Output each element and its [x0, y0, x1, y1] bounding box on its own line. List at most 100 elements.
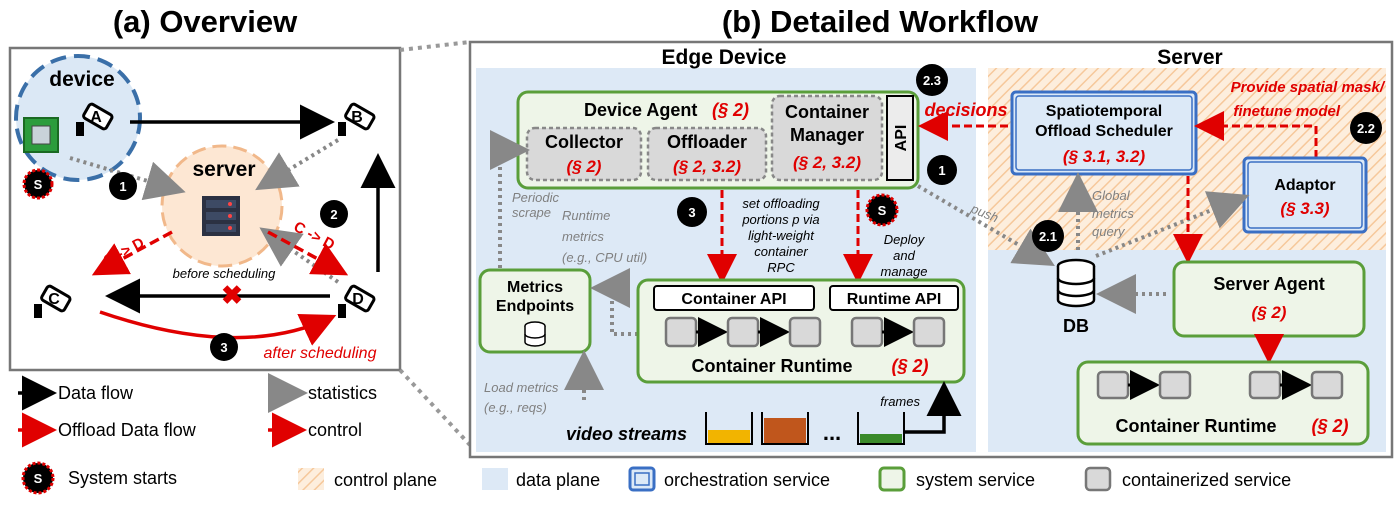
legend-data-plane: data plane [516, 470, 600, 490]
adaptor-box [1242, 156, 1368, 234]
scheduler-ref: (§ 3.1, 3.2) [1063, 147, 1146, 166]
metrics-endpoints-line1: Metrics [507, 279, 563, 296]
node-b-label: B [351, 109, 363, 126]
step-1b-label: 1 [938, 163, 945, 178]
legend-containerized: containerized service [1122, 470, 1291, 490]
container-chain-1 [664, 316, 822, 348]
server-cr-ref: (§ 2) [1311, 416, 1348, 436]
runtime-api-label: Runtime API [847, 291, 942, 308]
db-icon [1056, 258, 1096, 308]
workflow-title: (b) Detailed Workflow [722, 4, 1039, 39]
global-line3: query [1092, 224, 1126, 239]
overview-title: (a) Overview [113, 4, 298, 39]
periodic-line2: scrape [512, 205, 551, 220]
periodic-line1: Periodic [512, 190, 559, 205]
device-agent-ref: (§ 2) [712, 100, 749, 120]
bottom-legend: control plane data plane orchestration s… [298, 466, 1291, 492]
overview-panel: device server A B C D ✖ [8, 46, 402, 372]
start-badge-edge [865, 193, 899, 227]
server-icon [202, 196, 240, 236]
api-box [886, 95, 914, 181]
legend-statistics: statistics [308, 383, 377, 403]
legend-system: system service [916, 470, 1035, 490]
zoom-line-top [399, 40, 471, 52]
runtime-metrics-line3: (e.g., CPU util) [562, 250, 647, 265]
after-scheduling-label: after scheduling [264, 345, 377, 362]
node-d-label: D [352, 291, 364, 308]
offloader-box [646, 126, 768, 182]
step-3b-badge [677, 197, 707, 227]
container-api-box [653, 285, 815, 311]
scheduler-line2: Offload Scheduler [1035, 123, 1173, 140]
start-label: S [34, 177, 43, 192]
step-1-label: 1 [119, 179, 126, 194]
cm-ref: (§ 2, 3.2) [793, 153, 861, 172]
before-scheduling-label: before scheduling [173, 266, 276, 281]
legend-system-starts: System starts [68, 468, 177, 488]
step-2-3-label: 2.3 [923, 73, 941, 88]
legend-control: control [308, 420, 362, 440]
global-line2: metrics [1092, 206, 1134, 221]
video-streams-label: video streams [566, 424, 687, 444]
cm-line2: Manager [790, 125, 864, 145]
runtime-api-box [829, 285, 959, 311]
provide-line2: finetune model [1233, 103, 1341, 120]
node-c-label: C [48, 291, 60, 308]
legend-control-plane: control plane [334, 470, 437, 490]
zoom-line-bottom [398, 368, 472, 447]
provide-arrow [1194, 111, 1318, 158]
deploy-line2: and [893, 248, 915, 263]
collector-ref: (§ 2) [567, 157, 602, 176]
edge-device-title: Edge Device [662, 46, 787, 69]
adaptor-ref: (§ 3.3) [1280, 199, 1329, 218]
frames-arrow [904, 381, 962, 434]
node-a-label: A [90, 109, 102, 126]
step-3-label: 3 [220, 340, 227, 355]
streams-ellipsis: ... [823, 420, 841, 445]
video-stream-buckets [705, 412, 905, 445]
container-api-label: Container API [681, 291, 786, 308]
container-manager-box [770, 94, 884, 182]
legend-start-symbol: S [34, 471, 43, 486]
server-container-chain-1 [1096, 370, 1192, 400]
load-metrics-line1: Load metrics [484, 380, 559, 395]
global-line1: Global [1092, 188, 1131, 203]
step-1-badge [109, 172, 137, 200]
provide-line1: Provide spatial mask/ [1231, 79, 1386, 96]
load-metrics-line2: (e.g., reqs) [484, 400, 547, 415]
set-off-line1: set offloading [742, 196, 820, 211]
stats-b-server [255, 138, 340, 191]
deploy-line1: Deploy [884, 232, 926, 247]
step-2-label: 2 [330, 207, 337, 222]
decisions-label: decisions [924, 100, 1007, 120]
legend-data-flow: Data flow [58, 383, 134, 403]
runtime-to-metrics-arrow [590, 268, 638, 336]
step-3-badge [210, 333, 238, 361]
adaptor-label: Adaptor [1274, 177, 1335, 194]
metrics-endpoints-box [478, 268, 592, 354]
database-icon [524, 321, 546, 347]
offloader-ref: (§ 2, 3.2) [673, 157, 741, 176]
step-2-badge [320, 200, 348, 228]
set-off-line4: container [754, 244, 808, 259]
cm-line1: Container [785, 102, 869, 122]
start-badge [22, 168, 54, 200]
step-2-1-label: 2.1 [1039, 229, 1057, 244]
edge-container-runtime-label: Container Runtime [691, 356, 852, 376]
server-agent-ref: (§ 2) [1252, 303, 1287, 322]
set-off-line5: RPC [767, 260, 795, 275]
frames-label: frames [880, 394, 920, 409]
step-2-1-badge [1032, 220, 1064, 252]
set-off-line2: portions p via [741, 212, 819, 227]
step-2-2-label: 2.2 [1357, 121, 1375, 136]
api-label: API [893, 125, 910, 152]
server-title: Server [1157, 46, 1222, 69]
runtime-metrics-line1: Runtime [562, 208, 610, 223]
deploy-line3: manage [881, 264, 928, 279]
server-agent-label: Server Agent [1213, 274, 1324, 294]
step-1b-badge [927, 155, 957, 185]
step-2-2-badge [1350, 112, 1382, 144]
legend-orchestration: orchestration service [664, 470, 830, 490]
step-2-3-badge [916, 64, 948, 96]
